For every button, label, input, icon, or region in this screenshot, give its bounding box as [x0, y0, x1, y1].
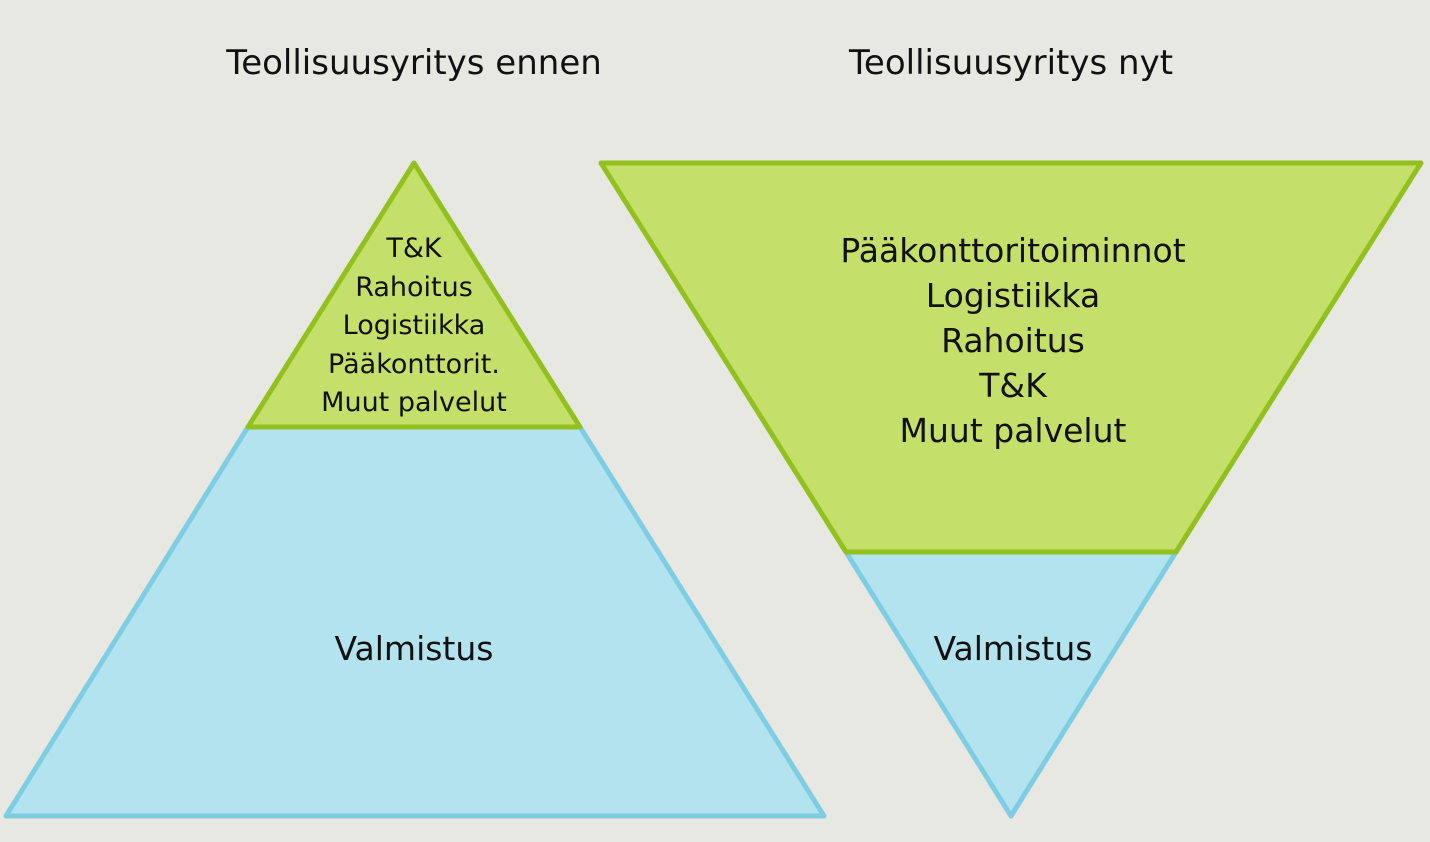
now-title: Teollisuusyritys nyt — [848, 43, 1174, 83]
now-services-labels: Pääkonttoritoiminnot Logistiikka Rahoitu… — [813, 228, 1213, 453]
now-service-item: T&K — [979, 366, 1047, 405]
now-service-item: Logistiikka — [925, 276, 1101, 315]
before-manufacturing-section — [3, 424, 827, 819]
now-service-item: Muut palvelut — [899, 411, 1127, 450]
before-service-item: Rahoitus — [355, 271, 473, 303]
before-services-labels: T&K Rahoitus Logistiikka Pääkonttorit. M… — [264, 230, 564, 423]
before-service-item: Muut palvelut — [321, 387, 507, 418]
before-service-item: T&K — [386, 233, 442, 264]
now-service-item: Pääkonttoritoiminnot — [840, 231, 1186, 270]
before-title: Teollisuusyritys ennen — [226, 43, 602, 83]
now-services-section — [598, 160, 1424, 555]
now-manufacturing-label: Valmistus — [933, 629, 1093, 668]
before-service-item: Pääkonttorit. — [328, 348, 500, 380]
before-service-item: Logistiikka — [342, 310, 486, 341]
before-services-section — [245, 160, 583, 430]
now-service-item: Rahoitus — [941, 321, 1085, 360]
now-manufacturing-section — [843, 549, 1179, 819]
before-manufacturing-label: Valmistus — [334, 629, 494, 668]
